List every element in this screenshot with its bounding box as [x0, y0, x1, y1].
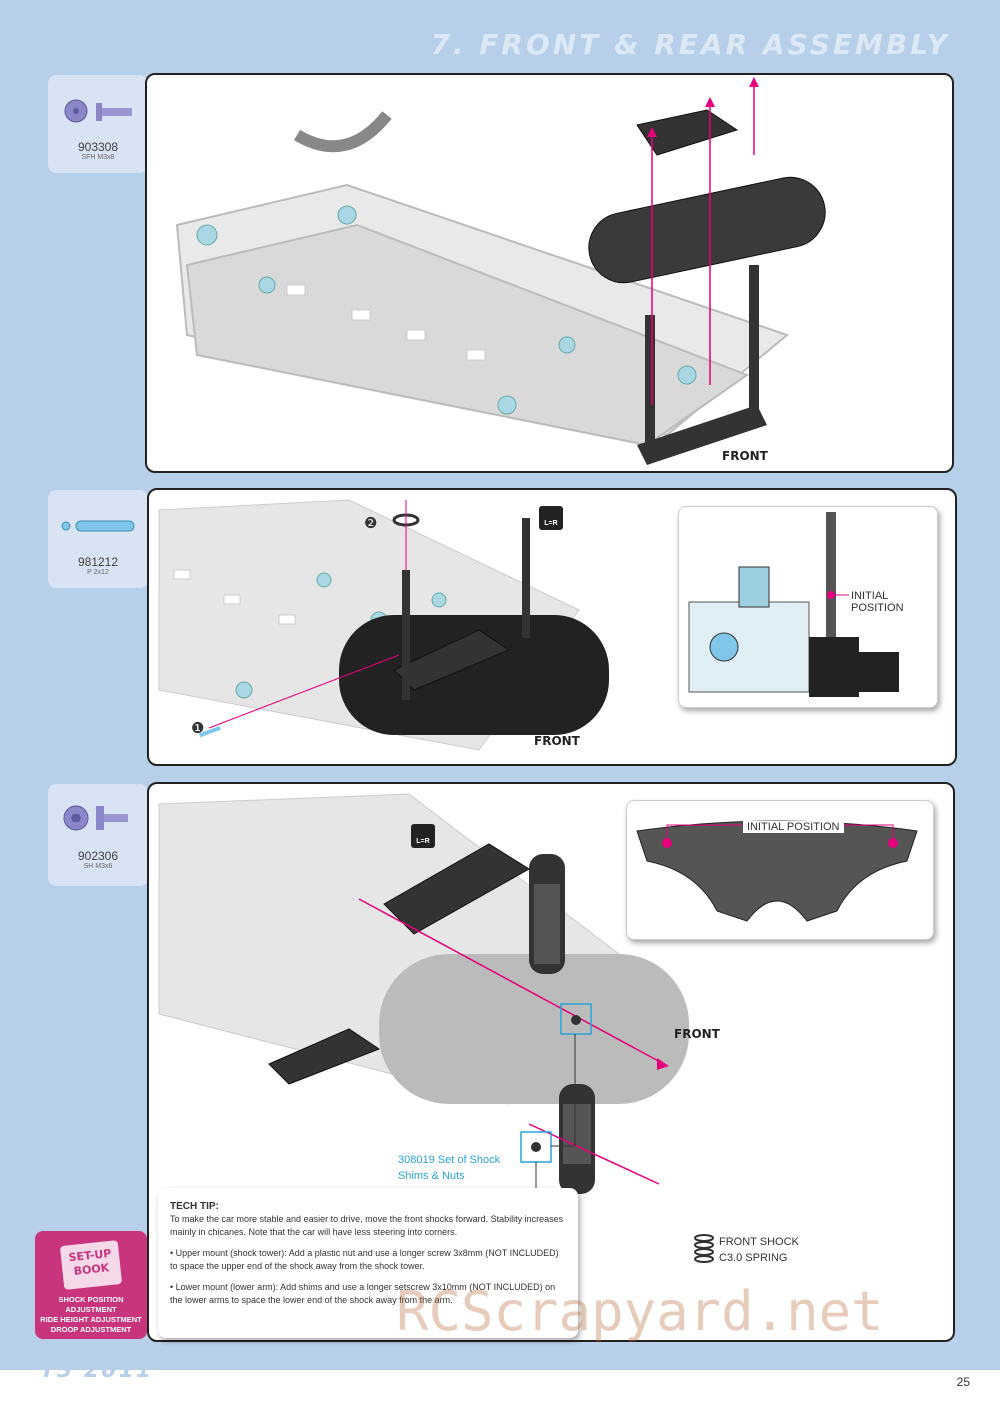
setup-book-badge: SET-UP BOOK SHOCK POSITION ADJUSTMENT RI… — [35, 1231, 147, 1339]
part-code: 903308 — [77, 140, 119, 154]
lr-symbol: L=R — [539, 506, 563, 530]
tech-tip-intro: To make the car more stable and easier t… — [170, 1214, 564, 1237]
socket-screw-icon — [63, 805, 128, 831]
part-code: 902306 — [77, 849, 119, 863]
part-box-903308: 903308 SFH M3x8 — [48, 75, 148, 173]
front-label: FRONT — [722, 449, 768, 463]
tech-tip-lower: • Lower mount (lower arm): Add shims and… — [170, 1282, 556, 1305]
inset-initial-position-tower: INITIAL POSITION — [626, 800, 934, 940]
setup-item-droop: DROOP ADJUSTMENT — [50, 1325, 132, 1334]
part-desc: SH M3x6 — [83, 863, 113, 870]
step-2-label: ❷ — [364, 515, 378, 532]
lr-symbol: L=R — [411, 824, 435, 848]
front-shock-label: FRONT SHOCK — [719, 1236, 799, 1248]
panel-bumper-assembly: FRONT — [145, 73, 954, 473]
setup-item-shock: SHOCK POSITION ADJUSTMENT — [58, 1295, 124, 1314]
shims-nuts-label-1: 308019 Set of Shock — [398, 1154, 501, 1166]
initial-position-label: INITIAL POSITION — [851, 590, 904, 614]
inset-initial-position-post: INITIAL POSITION — [678, 506, 938, 708]
initial-position-label: INITIAL POSITION — [743, 821, 844, 833]
shims-nuts-label-2: Shims & Nuts — [398, 1170, 465, 1182]
part-desc: P 2x12 — [87, 569, 109, 576]
tech-tip-title: TECH TIP: — [170, 1201, 219, 1212]
part-box-981212: 981212 P 2x12 — [48, 490, 148, 588]
page-title: 7. FRONT & REAR ASSEMBLY — [430, 28, 950, 61]
setup-item-ride-height: RIDE HEIGHT ADJUSTMENT — [40, 1315, 142, 1324]
shock-mount-illustration — [158, 793, 714, 1263]
tech-tip: TECH TIP: To make the car more stable an… — [158, 1188, 578, 1338]
front-label: FRONT — [674, 1027, 720, 1041]
setup-book-icon: SET-UP BOOK — [59, 1240, 123, 1290]
chassis-illustration — [175, 77, 826, 465]
part-code: 981212 — [77, 555, 119, 569]
part-desc: SFH M3x8 — [81, 154, 115, 161]
spring-label: C3.0 SPRING — [719, 1252, 788, 1264]
part-box-902306: 902306 SH M3x6 — [48, 784, 148, 886]
watermark: RCScrapyard.net — [396, 1280, 884, 1343]
page-number: 25 — [956, 1375, 970, 1389]
pin-icon — [61, 520, 135, 532]
tech-tip-upper: • Upper mount (shock tower): Add a plast… — [170, 1248, 559, 1271]
body-post-illustration — [158, 499, 609, 751]
front-label: FRONT — [534, 734, 580, 748]
screw-icon — [64, 99, 132, 123]
footer-logo: T3 2011 — [40, 1358, 154, 1383]
step-1-label: ❶ — [191, 720, 205, 737]
post-position-illustration — [688, 512, 899, 697]
